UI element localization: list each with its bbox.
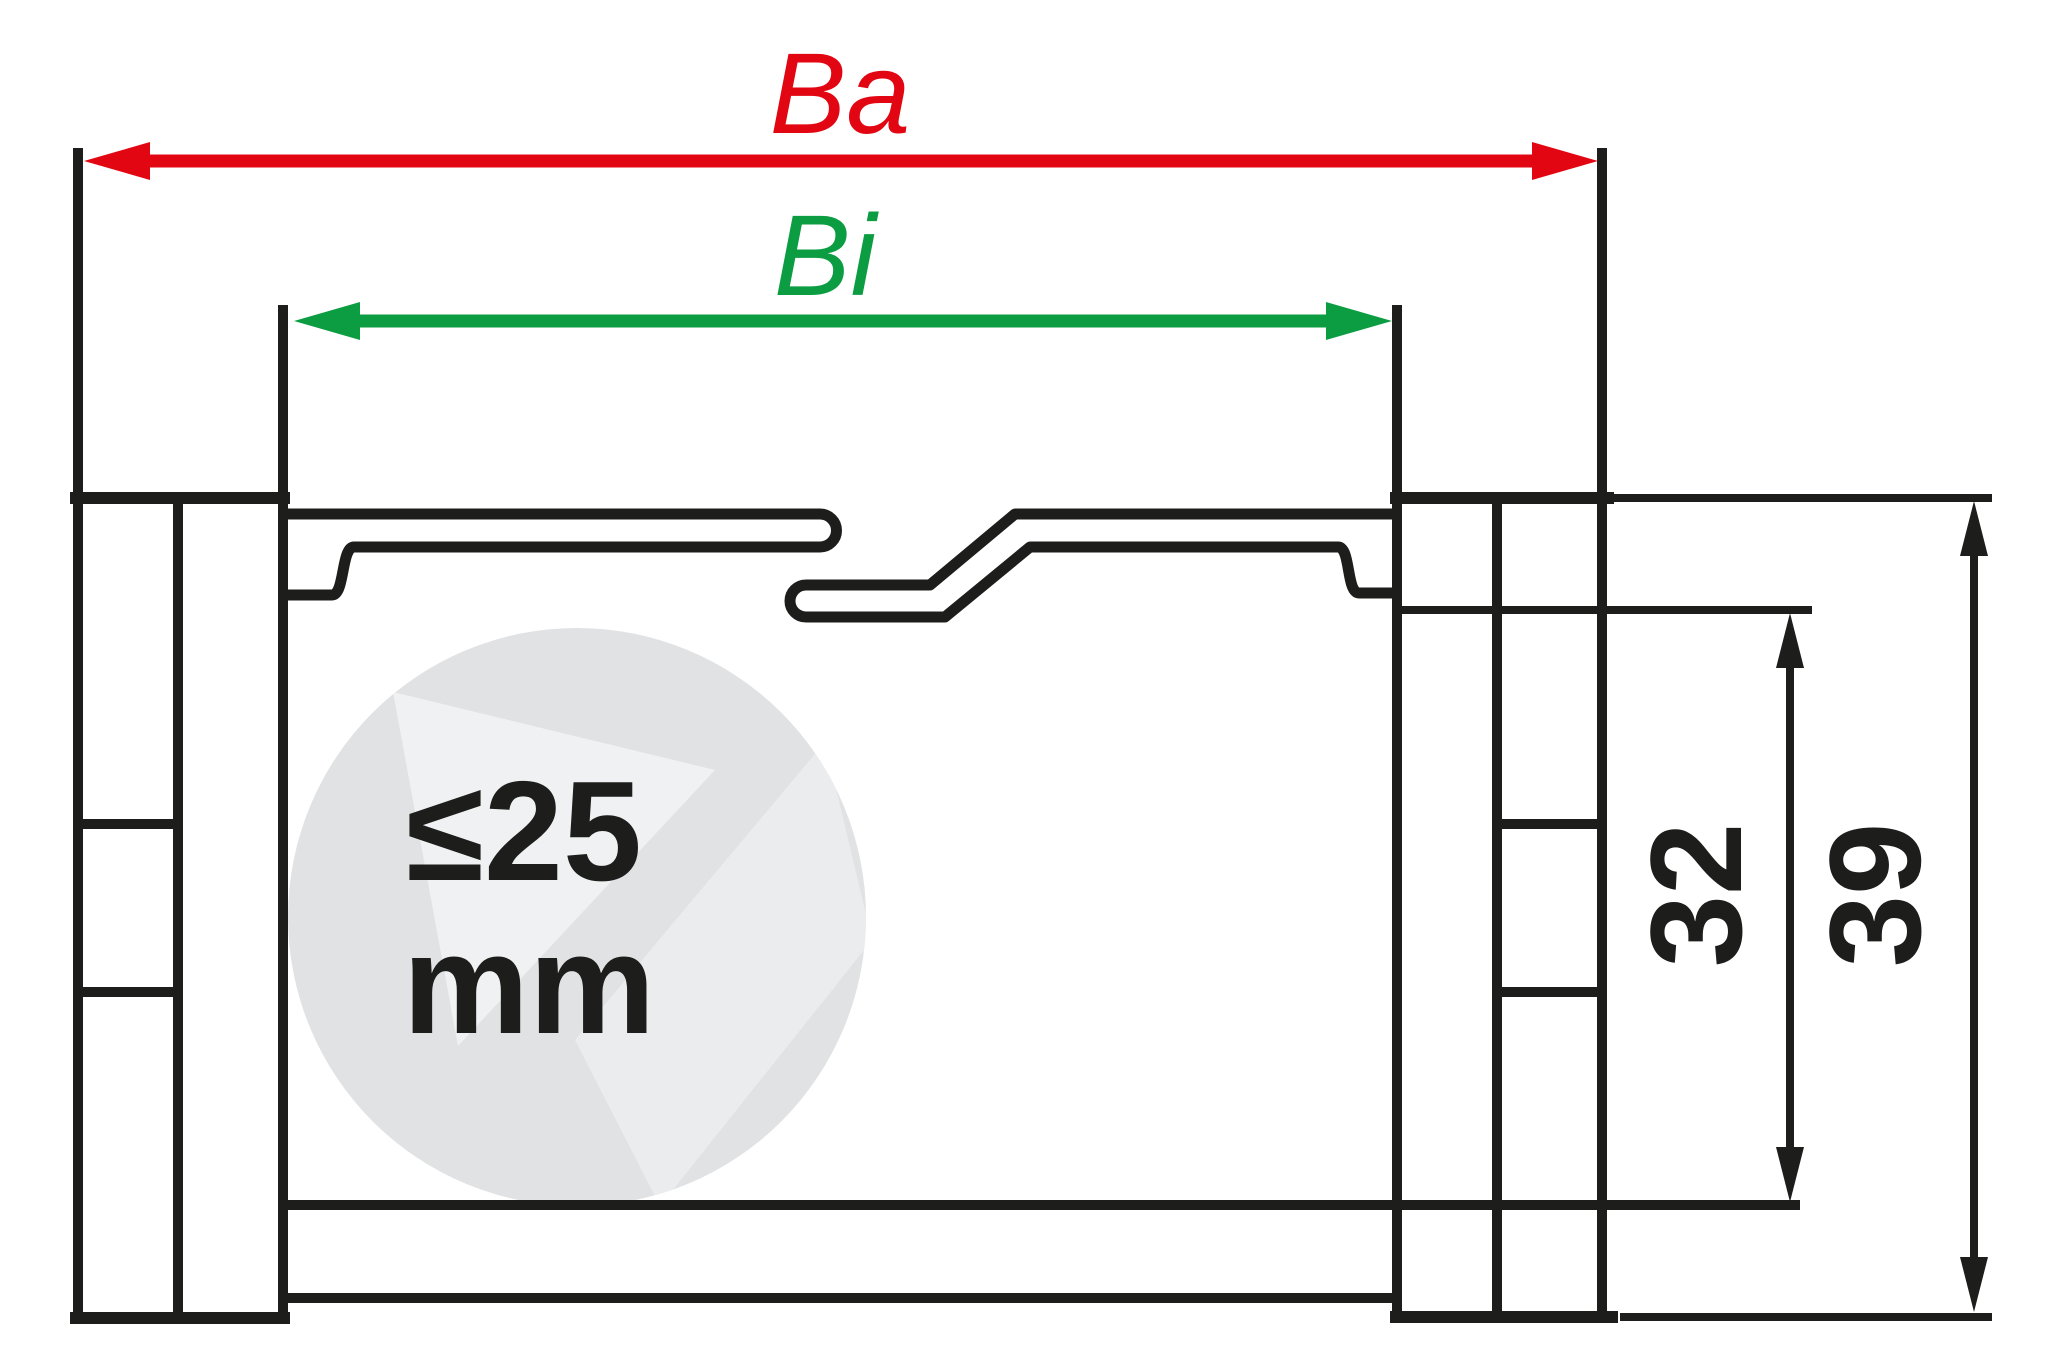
top-crossbar-left-tongue <box>287 508 842 601</box>
outer-height-label: 39 <box>1802 823 1948 968</box>
left-side-link-frame <box>73 148 288 1322</box>
outer-width-label: Ba <box>770 30 911 158</box>
outer-width-dimension: Ba <box>84 30 1598 180</box>
arrowhead-down-icon <box>1960 1257 1988 1312</box>
inner-width-dimension: Bi <box>294 192 1392 340</box>
right-side-link-caps <box>1390 492 1618 1323</box>
arrowhead-up-icon <box>1776 613 1804 668</box>
arrowhead-right-icon <box>1326 302 1392 340</box>
arrowhead-left-icon <box>84 142 150 180</box>
arrowhead-down-icon <box>1776 1147 1804 1202</box>
bottom-crossbar <box>283 1200 1800 1303</box>
top-crossbar-right-tongue <box>784 508 1397 623</box>
arrowhead-right-icon <box>1532 142 1598 180</box>
outer-height-dimension: 39 <box>1608 494 1992 1321</box>
max-cable-diameter-unit: mm <box>403 905 656 1064</box>
right-side-link-frame <box>1392 148 1607 1322</box>
watermark-facet-icon <box>575 742 866 1206</box>
inner-height-label: 32 <box>1623 823 1769 968</box>
cable-watermark: ≤25 mm <box>288 628 866 1206</box>
left-side-link-caps <box>70 492 290 1324</box>
arrowhead-left-icon <box>294 302 360 340</box>
watermark-facet-icon <box>393 692 715 1046</box>
inner-height-dimension: 32 <box>1402 606 1812 1202</box>
inner-width-label: Bi <box>774 192 880 320</box>
arrowhead-up-icon <box>1960 501 1988 556</box>
max-cable-diameter-value: ≤25 <box>406 752 642 911</box>
